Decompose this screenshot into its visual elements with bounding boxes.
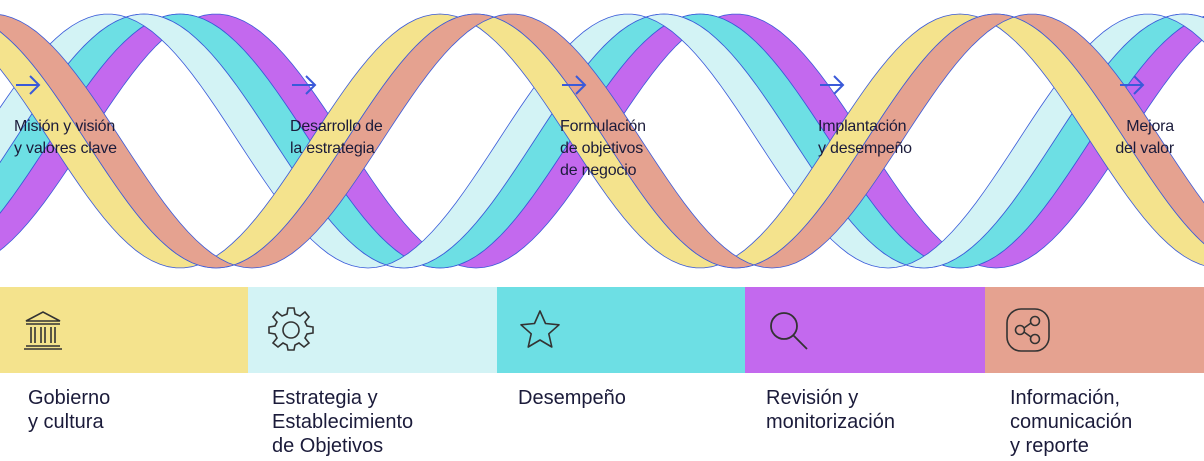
pillar-label-gobierno: Gobierno y cultura bbox=[28, 387, 111, 433]
pillar-band-estrategia bbox=[248, 287, 497, 373]
step-label: Misión y visión y valores clave bbox=[14, 118, 117, 157]
pillar-band-informacion bbox=[985, 287, 1204, 373]
institution-icon bbox=[24, 311, 62, 350]
gear-icon bbox=[268, 307, 314, 351]
pillar-band-revision bbox=[745, 287, 985, 373]
pillar-band-gobierno bbox=[0, 287, 248, 373]
arrow-right-icon bbox=[16, 75, 41, 95]
arrow-right-icon bbox=[562, 75, 587, 95]
pillar-label-informacion: Información, comunicación y reporte bbox=[1010, 387, 1133, 457]
arrow-right-icon bbox=[292, 75, 317, 95]
step-label: Formulación de objetivos de negocio bbox=[560, 118, 646, 179]
step-label: Desarrollo de la estrategia bbox=[290, 118, 383, 157]
step-implantacion-desempeno: Implantación y desempeño bbox=[818, 74, 968, 160]
helix-ribbons bbox=[0, 13, 1204, 269]
pillar-label-revision: Revisión y monitorización bbox=[766, 387, 895, 433]
pillar-band-desempeno bbox=[497, 287, 745, 373]
arrow-right-icon bbox=[820, 75, 845, 95]
step-label: Mejora del valor bbox=[1115, 118, 1174, 157]
arrow-right-icon bbox=[1120, 75, 1145, 95]
pillar-label-desempeno: Desempeño bbox=[518, 387, 626, 409]
star-icon bbox=[520, 310, 560, 348]
step-formulacion-objetivos: Formulación de objetivos de negocio bbox=[560, 74, 710, 182]
pillar-label-estrategia: Estrategia y Establecimiento de Objetivo… bbox=[272, 387, 414, 457]
step-desarrollo-estrategia: Desarrollo de la estrategia bbox=[290, 74, 440, 160]
helix-ribbon-salmon bbox=[0, 13, 1204, 269]
share-icon bbox=[1006, 308, 1050, 352]
step-mejora-valor: Mejora del valor bbox=[1024, 74, 1174, 160]
step-mision-vision: Misión y visión y valores clave bbox=[14, 74, 164, 160]
search-icon bbox=[770, 312, 808, 350]
step-label: Implantación y desempeño bbox=[818, 118, 912, 157]
